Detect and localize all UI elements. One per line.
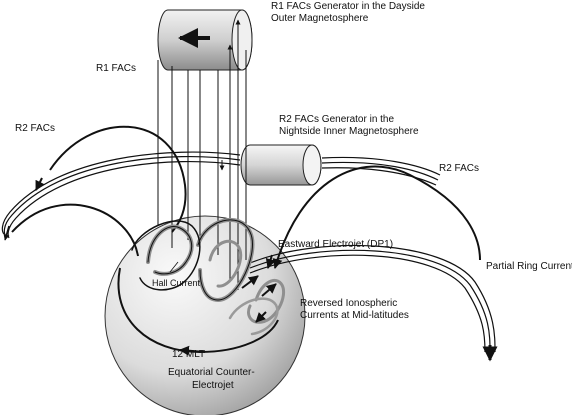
r1-generator-cylinder <box>157 9 253 71</box>
counter-electrojet-label-line2: Electrojet <box>192 380 234 391</box>
r1-generator-label-line2: Outer Magnetosphere <box>271 13 369 24</box>
r2-generator-label-line1: R2 FACs Generator in the <box>279 114 394 125</box>
mlt-12-label: 12 MLT <box>172 349 205 360</box>
eastward-electrojet-label: Eastward Electrojet (DP1) <box>278 239 393 250</box>
partial-ring-current-label: Partial Ring Current <box>486 261 572 272</box>
r2-generator-cylinder <box>240 144 322 186</box>
hall-current-loops <box>131 217 285 336</box>
counter-electrojet-arc <box>117 267 279 356</box>
hall-current-label: Hall Current <box>152 278 201 288</box>
r1-generator-label-line1: R1 FACs Generator in the Dayside <box>271 1 425 12</box>
r2-facs-left-loop <box>1 151 241 241</box>
eastward-electrojet-arrows <box>241 254 277 323</box>
partial-ring-current-loop <box>249 244 498 362</box>
r2-facs-right-label: R2 FACs <box>439 163 479 174</box>
r2-generator-label-line2: Nightside Inner Magnetosphere <box>279 126 419 137</box>
label-leader-lines <box>169 261 179 273</box>
reversed-currents-label-line1: Reversed Ionospheric <box>300 298 397 309</box>
r2-left-outer-arc <box>11 203 139 257</box>
r2-left-inner-loop <box>35 125 187 233</box>
reversed-currents-label-line2: Currents at Mid-latitudes <box>300 310 409 321</box>
counter-electrojet-label-line1: Equatorial Counter- <box>168 367 255 378</box>
r2-facs-left-label: R2 FACs <box>15 123 55 134</box>
r2-right-arc <box>272 165 481 269</box>
r2-generator-right-lines <box>321 156 441 186</box>
r1-facs-label: R1 FACs <box>96 63 136 74</box>
